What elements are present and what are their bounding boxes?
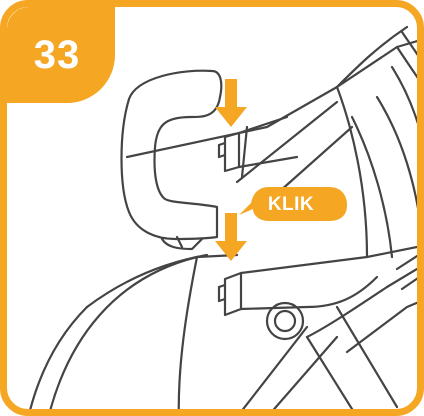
lower-frame-bracket bbox=[217, 245, 417, 341]
bumper-bar bbox=[120, 69, 223, 251]
klik-callout-text: KLIK bbox=[267, 194, 315, 215]
stroller-bumper-bar-illustration bbox=[29, 25, 417, 409]
seat-canopy bbox=[125, 25, 417, 259]
arrows bbox=[215, 79, 247, 261]
upper-mount-bracket bbox=[217, 115, 299, 173]
seat-body bbox=[29, 253, 417, 409]
arrow-down-icon bbox=[215, 213, 247, 261]
klik-callout-bubble bbox=[239, 187, 347, 221]
arrow-down-icon bbox=[215, 79, 247, 127]
step-number-badge: 33 bbox=[7, 7, 115, 103]
